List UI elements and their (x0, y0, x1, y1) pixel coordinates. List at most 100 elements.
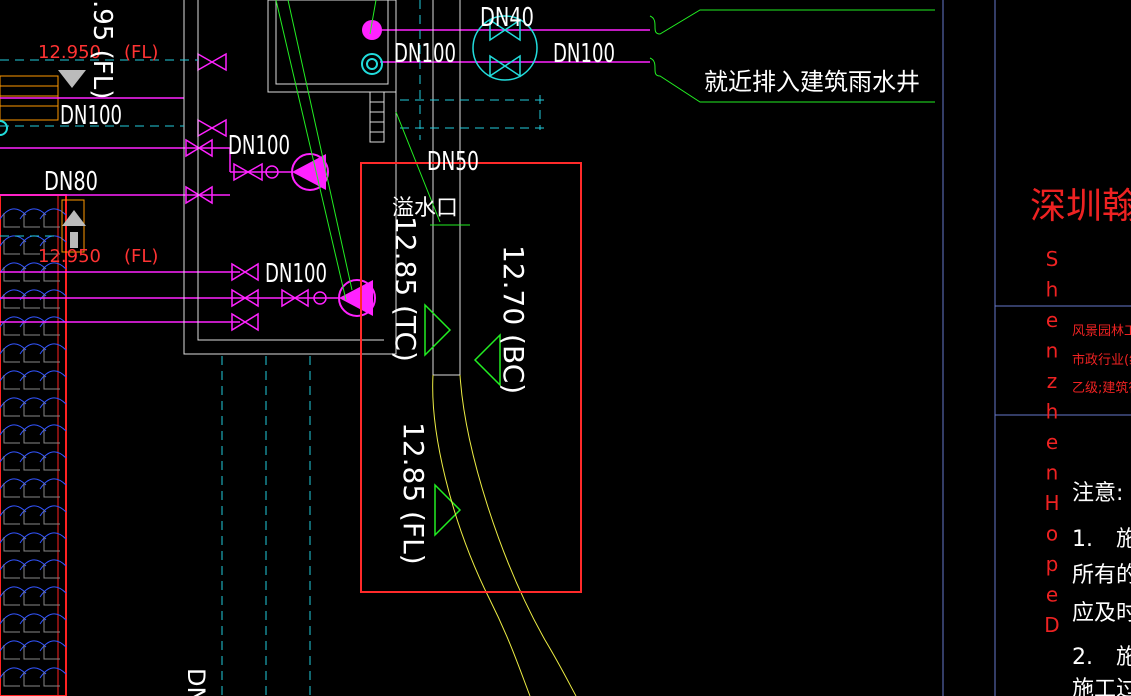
hatch-arc (19, 424, 47, 436)
hatch-grid (3, 348, 20, 363)
hatch-grid (43, 645, 60, 660)
pump-symbol-top (361, 20, 383, 75)
hatch-grid (23, 645, 40, 660)
hatch-grid (23, 267, 40, 282)
elevation-symbol-fl (434, 483, 462, 537)
hatch-arc (39, 478, 67, 490)
hatch-grid (3, 213, 20, 228)
hatch-grid (43, 564, 60, 579)
drain-note: 就近排入建筑雨水井 (704, 68, 920, 96)
hatch-arc (0, 343, 27, 355)
company-name: 深圳翰博 (1030, 186, 1131, 227)
hatch-grid (3, 672, 20, 687)
note-1-text-a: 施 (1116, 527, 1131, 552)
pit-dn50-label: DN50 (427, 147, 479, 177)
hatch-arc (0, 451, 27, 463)
hatch-arc (39, 424, 67, 436)
hatch-arc (39, 316, 67, 328)
selection-rectangle[interactable] (360, 162, 582, 593)
hatch-arc (39, 370, 67, 382)
hatch-grid (3, 375, 20, 390)
left-elev-top: 12.950 (38, 42, 101, 63)
hatch-grid (43, 537, 60, 552)
pump-symbol-lower (338, 279, 376, 317)
hatch-grid (43, 213, 60, 228)
hatch-arc (19, 613, 47, 625)
hatch-grid (23, 510, 40, 525)
planting-hatch-area (0, 194, 67, 696)
qualification-line-2: 市政行业(给 (1072, 352, 1131, 368)
pump-symbol-upper (291, 153, 329, 191)
hatch-arc (0, 424, 27, 436)
hatch-arc (0, 613, 27, 625)
hatch-grid (43, 321, 60, 336)
hatch-arc (19, 640, 47, 652)
elevation-bc-label: 12.70 (BC) (497, 245, 530, 394)
hatch-grid (43, 483, 60, 498)
company-english-letter: H (1044, 491, 1059, 515)
company-english-letter: S (1046, 247, 1059, 271)
hatch-grid (3, 402, 20, 417)
hatch-arc (0, 316, 27, 328)
pipe-network (0, 29, 650, 323)
company-english-letter: D (1044, 613, 1059, 637)
company-english-letter: p (1046, 552, 1059, 576)
left-elev-mid: 12.950 (38, 246, 101, 267)
hatch-arc (39, 397, 67, 409)
hatch-grid (3, 321, 20, 336)
hatch-arc (19, 559, 47, 571)
hatch-grid (23, 213, 40, 228)
hatch-arc (0, 397, 27, 409)
hatch-grid (23, 672, 40, 687)
bottom-dn-label: DN (182, 668, 210, 696)
hatch-grid (3, 483, 20, 498)
hatch-grid (23, 402, 40, 417)
note-1-text-c: 应及时与 (1072, 601, 1131, 626)
hatch-arc (19, 343, 47, 355)
elevation-symbol-bc (473, 333, 501, 387)
company-english-letter: n (1046, 461, 1059, 485)
hatch-arc (0, 667, 27, 679)
hatch-arc (19, 532, 47, 544)
hatch-arc (19, 505, 47, 517)
hatch-arc (0, 478, 27, 490)
left-elev-vertical: .95 (FL) (87, 0, 117, 99)
hatch-grid (43, 510, 60, 525)
hatch-arc (39, 505, 67, 517)
hatch-grid (43, 402, 60, 417)
hatch-grid (23, 321, 40, 336)
hatch-grid (3, 510, 20, 525)
elevation-marker-top (58, 70, 86, 88)
note-2-text-b: 施工过程 (1072, 677, 1131, 696)
hatch-arc (19, 262, 47, 274)
company-english-letter: z (1047, 369, 1058, 393)
dn40-valve-circle (472, 15, 538, 81)
hatch-arc (19, 208, 47, 220)
left-fl-top: (FL) (124, 42, 158, 63)
hatch-grid (23, 483, 40, 498)
hatch-arc (39, 208, 67, 220)
hatch-arc (0, 235, 27, 247)
left-dn100-label: DN100 (60, 101, 122, 131)
hatch-grid (23, 591, 40, 606)
hatch-arc (0, 532, 27, 544)
hatch-grid (23, 348, 40, 363)
hatch-arc (0, 208, 27, 220)
company-english-letter: e (1046, 430, 1058, 454)
note-1-text-b: 所有的图 (1072, 563, 1131, 588)
pit-dn100-outlet-label: DN100 (553, 39, 615, 69)
hatch-arc (39, 667, 67, 679)
hatch-grid (3, 240, 20, 255)
elevation-tc-label: 12.85 (TC) (389, 216, 422, 362)
leader-lines (275, 0, 935, 301)
hatch-arc (19, 370, 47, 382)
hatch-arc (39, 451, 67, 463)
hatch-grid (3, 456, 20, 471)
hatch-arc (0, 262, 27, 274)
hatch-arc (39, 262, 67, 274)
hatch-grid (3, 564, 20, 579)
hatch-grid (43, 348, 60, 363)
qualification-line-1: 风景园林工程 (1072, 324, 1131, 339)
hatch-arc (19, 667, 47, 679)
